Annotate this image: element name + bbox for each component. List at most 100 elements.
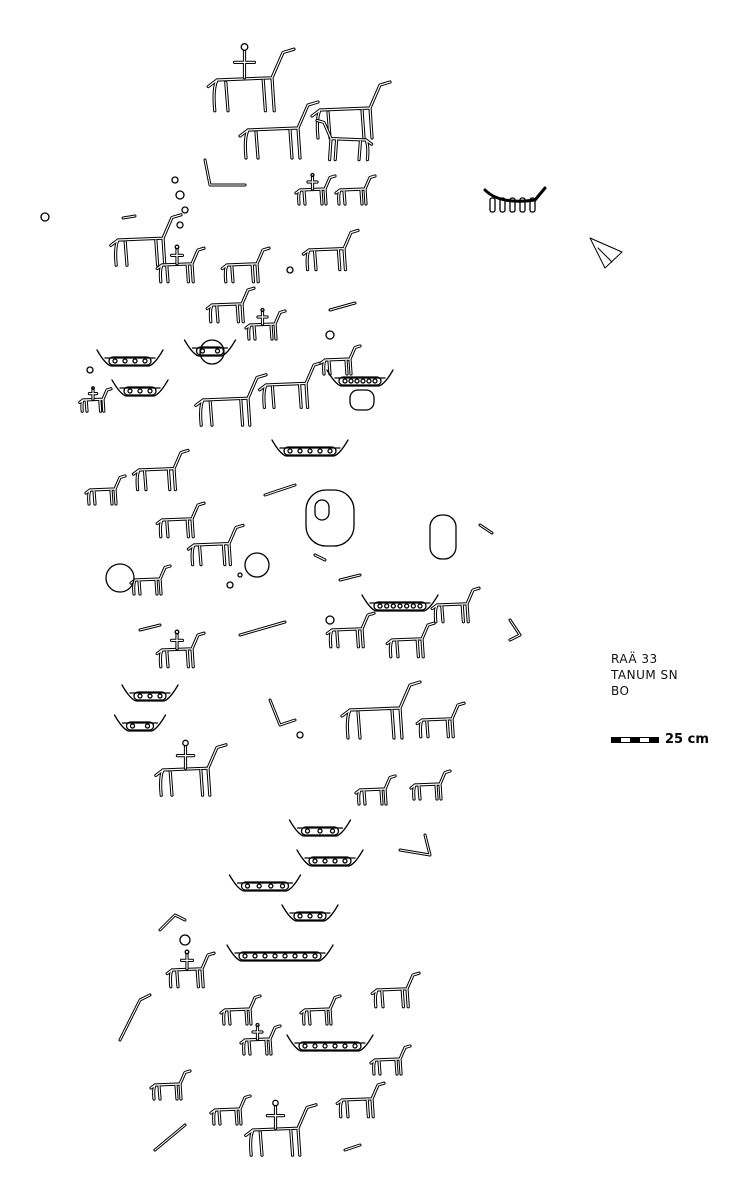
boat-crew-mark — [244, 883, 251, 889]
boat-carving — [96, 349, 164, 367]
boat-crew-mark — [144, 723, 151, 729]
boat-crew-mark — [312, 1043, 318, 1049]
boat-hull — [123, 386, 157, 396]
boat-hull — [125, 721, 155, 731]
animal-carving-inner — [210, 1095, 251, 1125]
animal-carving-inner — [130, 565, 171, 595]
animal-carving-inner — [316, 119, 373, 161]
figure-carving-inner — [234, 50, 255, 79]
animal-carving-inner — [295, 175, 336, 205]
boat-crew-mark — [342, 378, 348, 384]
animal-carving-inner — [132, 449, 189, 491]
oval-carving — [305, 489, 355, 547]
boat-hull — [133, 691, 167, 701]
figure-carving-inner — [257, 311, 268, 325]
boat-crew-mark — [372, 378, 378, 384]
figure-carving-inner — [252, 1026, 263, 1040]
cup-mark — [86, 366, 94, 374]
line-carving-inner — [204, 159, 246, 186]
boat-crew-mark — [199, 348, 206, 354]
scale-bar-graphic — [611, 736, 659, 743]
cup-mark — [296, 731, 304, 739]
line-carving-inner — [329, 302, 356, 311]
ship-crew-mark — [519, 197, 526, 213]
boat-crew-mark — [377, 603, 383, 609]
line-carving-inner — [139, 624, 161, 631]
site-id-label: RAÄ 33 — [611, 652, 658, 666]
boat-carving — [113, 714, 167, 732]
figure-carving-inner — [266, 1106, 285, 1129]
animal-carving-inner — [300, 995, 341, 1025]
disc-carving — [244, 552, 270, 578]
line-carving-inner — [122, 215, 136, 219]
ship-crew-mark — [499, 197, 506, 213]
cup-mark — [175, 190, 185, 200]
animal-carving-inner — [302, 229, 359, 271]
boat-crew-mark — [137, 693, 143, 699]
parish-label: TANUM SN — [611, 668, 679, 682]
line-carving-inner — [479, 524, 493, 534]
scale-label: 25 cm — [665, 732, 709, 747]
animal-carving-inner — [341, 681, 421, 739]
figure-head — [310, 172, 315, 178]
oval-carving — [349, 389, 375, 411]
boat-crew-mark — [417, 603, 423, 609]
animal-carving-inner — [187, 524, 244, 566]
boat-carving — [183, 339, 237, 357]
boat-crew-mark — [142, 358, 148, 364]
line-carving-inner — [269, 699, 296, 726]
animal-carving-inner — [79, 388, 112, 412]
boat-crew-mark — [127, 388, 133, 394]
figure-head — [182, 739, 189, 747]
boat-crew-mark — [312, 858, 318, 864]
boat-carving — [361, 594, 439, 612]
boat-hull — [308, 856, 352, 866]
boat-carving — [111, 379, 169, 397]
boat-crew-mark — [262, 953, 268, 959]
animal-carving-inner — [85, 475, 126, 505]
animal-carving-inner — [156, 247, 205, 283]
boat-crew-mark — [157, 693, 163, 699]
animal-carving-inner — [370, 1045, 411, 1075]
boat-crew-mark — [332, 858, 338, 864]
boat-crew-mark — [279, 883, 286, 889]
figure-head — [240, 43, 249, 51]
oval-carving — [429, 514, 457, 560]
boat-crew-mark — [342, 858, 348, 864]
boat-crew-mark — [272, 953, 278, 959]
animal-carving-inner — [110, 214, 182, 266]
animal-carving-inner — [156, 632, 205, 668]
boat-crew-mark — [268, 883, 274, 889]
boat-crew-mark — [307, 448, 313, 454]
boat-crew-mark — [317, 828, 323, 834]
ship-crew-mark — [529, 197, 536, 213]
cup-mark — [226, 581, 234, 589]
boat-crew-mark — [332, 1043, 338, 1049]
boat-crew-mark — [317, 913, 323, 919]
animal-carving-inner — [245, 310, 286, 340]
animal-carving-inner — [195, 374, 267, 426]
animal-carving-inner — [320, 345, 361, 375]
boat-crew-mark — [397, 603, 403, 609]
figure-head — [260, 307, 265, 313]
oval-inner — [314, 499, 330, 521]
animal-carving-inner — [239, 101, 319, 159]
figure-carving-inner — [181, 953, 193, 970]
figure-head — [272, 1099, 279, 1107]
boat-hull — [238, 951, 322, 961]
animal-carving-inner — [386, 622, 435, 658]
boat-carving — [288, 819, 352, 837]
boat-crew-mark — [352, 1043, 358, 1049]
animal-carving-inner — [336, 1082, 385, 1118]
animal-carving-inner — [206, 287, 255, 323]
boat-hull — [293, 911, 327, 921]
boat-crew-mark — [302, 1043, 308, 1049]
animal-carving-inner — [371, 972, 420, 1008]
boat-crew-mark — [327, 448, 333, 454]
animal-carving-inner — [207, 48, 295, 112]
line-carving-inner — [264, 484, 296, 496]
animal-carving-inner — [245, 1104, 317, 1156]
boat-crew-mark — [256, 883, 262, 889]
boat-hull — [298, 1041, 362, 1051]
